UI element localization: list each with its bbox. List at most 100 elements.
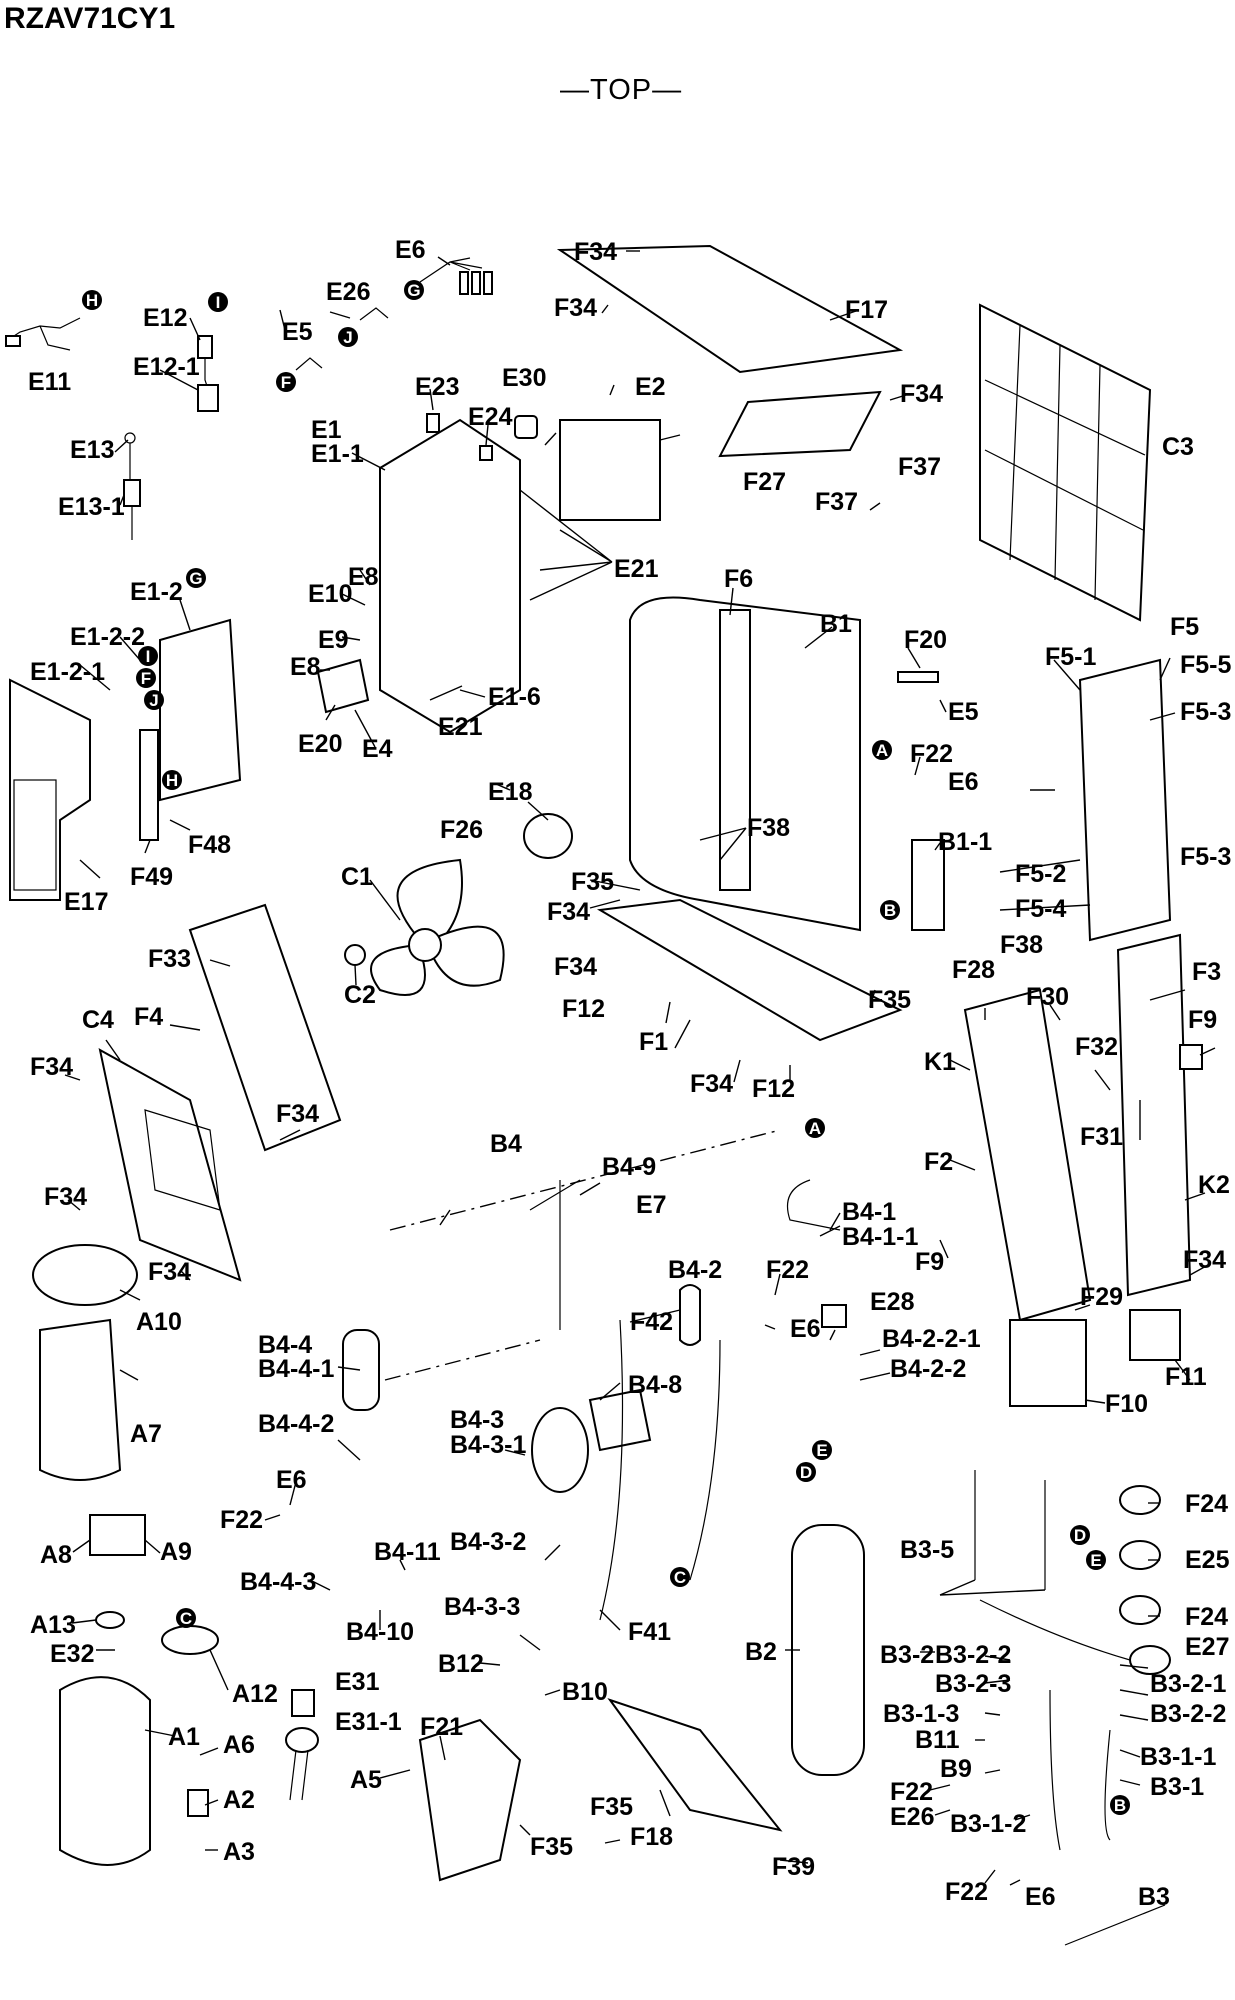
svg-text:J: J [149, 691, 158, 710]
label-b4-4-2: B4-4-2 [258, 1410, 334, 1438]
label-a1: A1 [168, 1723, 200, 1751]
label-f2: F2 [924, 1148, 953, 1176]
label-e25: E25 [1185, 1546, 1230, 1574]
label-b4-2-2: B4-2-2 [890, 1355, 966, 1383]
label-b4-8: B4-8 [628, 1371, 682, 1399]
svg-text:D: D [800, 1463, 812, 1482]
bracket-f48-drawing [139, 729, 159, 841]
label-e18: E18 [488, 778, 533, 806]
label-a7: A7 [130, 1420, 162, 1448]
guard-c4-drawing [98, 1048, 242, 1282]
view-label: —TOP— [560, 74, 683, 106]
label-e5-right: E5 [948, 698, 979, 726]
svg-text:B: B [1114, 1796, 1126, 1815]
plug-drawing [483, 271, 493, 295]
label-e6-left: E6 [276, 1466, 307, 1494]
label-f6: F6 [724, 565, 753, 593]
label-e21-top: E21 [614, 555, 659, 583]
label-e26-right: E26 [890, 1803, 934, 1831]
jacket-a7-drawing [39, 1318, 122, 1481]
svg-text:G: G [407, 281, 420, 300]
label-b3-2-2-a: B3-2-2 [935, 1641, 1011, 1669]
label-e27: E27 [1185, 1633, 1229, 1661]
marker-b: B [880, 900, 900, 920]
label-e8-a: E8 [348, 563, 379, 591]
f24-cap-drawing [1119, 1595, 1161, 1625]
wire-drawing [289, 1749, 309, 1801]
model-title: RZAV71CY1 [4, 2, 176, 35]
svg-text:J: J [343, 328, 352, 347]
assembly-line-b3 [1064, 1904, 1166, 1946]
b1-1-drawing [911, 839, 945, 931]
leader-lines [64, 250, 1216, 1886]
label-f34-mid: F34 [554, 953, 597, 981]
accumulator-b4-4-drawing [342, 1329, 380, 1411]
reference-markers: A A B B C C D D E E F F G G H H I I J J [82, 280, 1130, 1815]
side-panel-f3-drawing [1116, 933, 1192, 1297]
front-panel-f4-drawing [188, 903, 342, 1152]
label-b4-4-1: B4-4-1 [258, 1355, 335, 1383]
label-a12: A12 [232, 1680, 278, 1708]
label-b1: B1 [820, 610, 852, 638]
label-f29: F29 [1080, 1283, 1123, 1311]
label-e12: E12 [143, 304, 187, 332]
label-e4: E4 [362, 735, 393, 763]
label-f5-3-a: F5-3 [1180, 698, 1231, 726]
valve-plate-f18-drawing [607, 1698, 783, 1832]
sensor-e5-drawing [295, 357, 323, 371]
e2-box-drawing [559, 419, 661, 521]
label-f34-top2: F34 [554, 294, 597, 322]
label-b3-1-3: B3-1-3 [883, 1700, 959, 1728]
label-b9: B9 [940, 1755, 972, 1783]
marker-i: I [208, 292, 228, 312]
label-e1-2-1: E1-2-1 [30, 658, 105, 686]
svg-text:A: A [876, 741, 888, 760]
label-b4: B4 [490, 1130, 522, 1158]
label-f27: F27 [743, 468, 786, 496]
label-f31: F31 [1080, 1123, 1123, 1151]
harness-e6-drawing [419, 257, 483, 283]
label-f34-top: F34 [574, 238, 617, 266]
pcb-drawing [159, 618, 242, 802]
grid-drawing [984, 324, 1146, 601]
label-a13: A13 [30, 1611, 76, 1639]
pipe-b3-drawing [974, 1470, 1131, 1851]
label-b12: B12 [438, 1650, 484, 1678]
label-b3-1: B3-1 [1150, 1773, 1204, 1801]
label-a3: A3 [223, 1838, 255, 1866]
marker-j: J [338, 327, 358, 347]
label-e1-6: E1-6 [488, 683, 541, 711]
label-k2: K2 [1198, 1171, 1230, 1199]
marker-j: J [144, 690, 164, 710]
label-f34-left-d: F34 [148, 1258, 191, 1286]
frame-drawing [719, 609, 751, 891]
e24-drawing [479, 445, 493, 461]
connector-drawing [5, 335, 21, 347]
label-f24-a: F24 [1185, 1490, 1228, 1518]
label-b11: B11 [915, 1726, 960, 1754]
label-e21-bottom: E21 [438, 713, 483, 741]
svg-text:E: E [816, 1441, 827, 1460]
f42-drawing [679, 1284, 701, 1346]
label-b3: B3 [1138, 1883, 1170, 1911]
plug-drawing [459, 271, 469, 295]
label-b3-1-2: B3-1-2 [950, 1810, 1026, 1838]
label-f20: F20 [904, 626, 947, 654]
label-e17: E17 [64, 888, 108, 916]
label-b3-2: B3-2 [880, 1641, 934, 1669]
fan-c1-drawing [370, 858, 505, 996]
label-b4-1-1: B4-1-1 [842, 1223, 919, 1251]
label-f34-right: F34 [900, 380, 943, 408]
label-f21: F21 [420, 1713, 463, 1741]
label-f5-1: F5-1 [1045, 643, 1097, 671]
label-f48: F48 [188, 831, 231, 859]
marker-f: F [276, 372, 296, 392]
marker-i: I [138, 646, 158, 666]
marker-e: E [812, 1440, 832, 1460]
label-e28: E28 [870, 1288, 915, 1316]
label-b4-4: B4-4 [258, 1331, 312, 1359]
label-e10: E10 [308, 580, 352, 608]
svg-text:H: H [86, 291, 98, 310]
e23-drawing [426, 413, 440, 433]
